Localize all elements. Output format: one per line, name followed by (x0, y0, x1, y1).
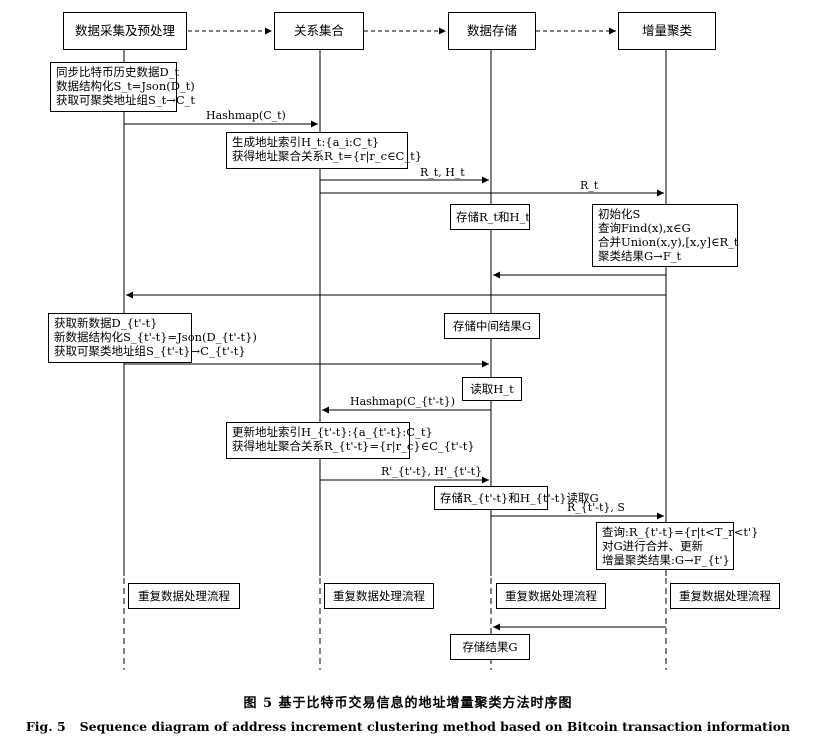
note-line: 数据结构化S_t=Json(D_t) (56, 79, 195, 93)
note-update-index: 更新地址索引H_{t'-t}:{a_{t'-t}:C_t} 获得地址聚合关系R_… (226, 422, 475, 459)
repeat-box-4: 重复数据处理流程 (670, 583, 780, 609)
note-line: 新数据结构化S_{t'-t}=Json(D_{t'-t}) (54, 330, 257, 344)
note-generate-index: 生成地址索引H_t:{a_i:C_t} 获得地址聚合关系R_t={r|r_c∈C… (226, 132, 423, 169)
note-read-h: 读取H_t (462, 377, 522, 401)
note-line: 查询Find(x),x∈G (598, 221, 691, 235)
note-line: 查询:R_{t'-t}={r|t<T_r<t'} (602, 525, 759, 539)
note-line: 初始化S (598, 207, 641, 221)
label-hashmap2: Hashmap(C_{t'-t}) (350, 395, 455, 408)
figure-caption-en: Fig. 5 Sequence diagram of address increm… (0, 719, 816, 734)
participant-relation-set: 关系集合 (274, 12, 364, 50)
note-line: 合并Union(x,y),[x,y]∈R_t (598, 235, 739, 249)
label-hashmap: Hashmap(C_t) (206, 109, 286, 122)
participant-incremental-clustering: 增量聚类 (618, 12, 716, 50)
repeat-box-1: 重复数据处理流程 (128, 583, 240, 609)
label-r: R_t (580, 179, 599, 192)
note-line: 聚类结果G→F_t (598, 249, 682, 263)
note-line: 获取新数据D_{t'-t} (54, 316, 158, 330)
note-init-clustering: 初始化S 查询Find(x),x∈G 合并Union(x,y),[x,y]∈R_… (592, 204, 739, 267)
note-line: 对G进行合并、更新 (602, 539, 704, 553)
note-line: 获得地址聚合关系R_t={r|r_c∈C_t} (232, 149, 423, 163)
lifeline-continuations (123, 578, 667, 670)
note-store-result: 存储结果G (450, 634, 530, 660)
note-sync-history: 同步比特币历史数据D_t 数据结构化S_t=Json(D_t) 获取可聚类地址组… (50, 62, 196, 112)
repeat-box-2: 重复数据处理流程 (324, 583, 434, 609)
label-rh: R_t, H_t (420, 166, 465, 179)
participant-data-collection: 数据采集及预处理 (63, 12, 187, 50)
note-query-merge: 查询:R_{t'-t}={r|t<T_r<t'} 对G进行合并、更新 增量聚类结… (596, 522, 759, 570)
note-line: 生成地址索引H_t:{a_i:C_t} (232, 135, 380, 149)
figure-caption-cn: 图 5 基于比特币交易信息的地址增量聚类方法时序图 (243, 696, 573, 711)
note-line: 同步比特币历史数据D_t (56, 65, 180, 79)
note-store-rh: 存储R_t和H_t (450, 204, 530, 230)
figure-label: Fig. 5 (25, 719, 66, 734)
note-line: 增量聚类结果:G→F_{t'} (602, 553, 730, 567)
note-new-data: 获取新数据D_{t'-t} 新数据结构化S_{t'-t}=Json(D_{t'-… (48, 313, 257, 363)
note-line: 获得地址聚合关系R_{t'-t}={r|r_c}∈C_{t'-t} (232, 439, 475, 453)
note-store-intermediate: 存储中间结果G (444, 313, 540, 339)
note-line: 获取可聚类地址组S_t→C_t (56, 93, 196, 107)
label-rh2: R'_{t'-t}, H'_{t'-t} (381, 465, 483, 478)
note-line: 获取可聚类地址组S_{t'-t}→C_{t'-t} (54, 344, 246, 358)
note-store-read-g: 存储R_{t'-t}和H_{t'-t}读取G (434, 486, 599, 510)
figure-title: Sequence diagram of address increment cl… (79, 719, 791, 734)
note-line: 更新地址索引H_{t'-t}:{a_{t'-t}:C_t} (232, 425, 433, 439)
label-rs: R_{t'-t}, S (567, 501, 625, 514)
repeat-box-3: 重复数据处理流程 (496, 583, 606, 609)
participant-data-storage: 数据存储 (448, 12, 536, 50)
